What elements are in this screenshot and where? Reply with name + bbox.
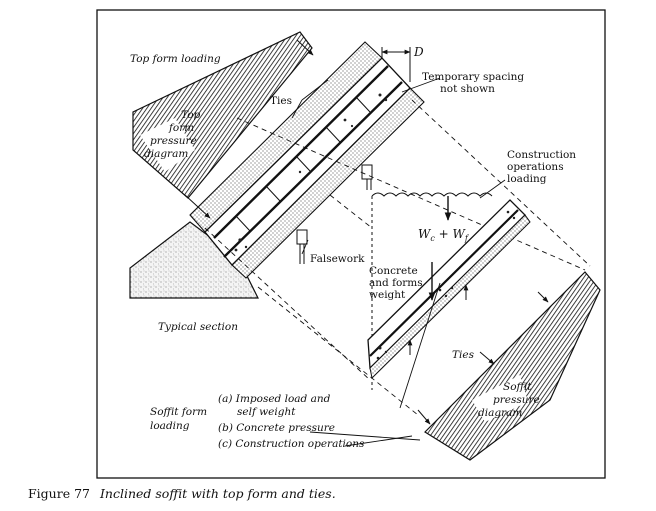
soffit-form-loading-label-2: loading <box>150 420 190 432</box>
construction-ops-label-2: operations <box>507 161 564 173</box>
top-pressure-label-2: form <box>168 122 194 134</box>
falsework-posts <box>296 164 373 264</box>
legend-a-line1: (a) Imposed load and <box>218 393 331 405</box>
top-form-loading-label: Top form loading <box>130 53 221 65</box>
soffit-pressure-diagram-shape <box>424 271 601 461</box>
soffit-form <box>369 214 531 380</box>
top-reinforcement <box>213 65 389 239</box>
leader-lines <box>291 77 506 447</box>
soffit-pressure-label-3: diagram <box>478 407 522 419</box>
soffit-aggregate <box>376 210 516 360</box>
soffit-form-loading-label-1: Soffit form <box>150 406 207 418</box>
figure-number: Figure 77 <box>28 486 90 501</box>
slab-ties <box>235 96 371 232</box>
temporary-spacing-label-1: Temporary spacing <box>422 71 524 83</box>
dimension-d-label: D <box>413 45 424 59</box>
figure-title: Inclined soffit with top form and ties. <box>99 486 336 501</box>
soffit-loading-detail <box>367 192 601 461</box>
construction-ops-label-3: loading <box>507 173 547 185</box>
typical-section: D <box>129 31 425 299</box>
figure-caption: Figure 77 Inclined soffit with top form a… <box>28 486 336 501</box>
construction-ops-load-line <box>371 192 493 197</box>
soffit-pressure-label-2: pressure <box>493 394 540 406</box>
legend-c: (c) Construction operations <box>218 438 365 450</box>
figure-frame <box>96 9 606 479</box>
construction-ops-label-1: Construction <box>507 149 576 161</box>
aggregate <box>234 93 388 252</box>
top-pressure-label-3: pressure <box>150 135 197 147</box>
top-pressure-label-4: diagram <box>144 148 188 160</box>
concrete-forms-label-1: Concrete <box>369 265 418 277</box>
concrete-forms-label-2: and forms <box>369 277 423 289</box>
temporary-spacing-label-2: not shown <box>440 83 495 95</box>
concrete-forms-label-3: weight <box>369 289 406 301</box>
legend-b: (b) Concrete pressure <box>218 422 335 434</box>
soffit-pressure-label-1: Soffit <box>503 381 532 393</box>
typical-section-label: Typical section <box>158 321 238 333</box>
bottom-reinforcement <box>223 81 403 258</box>
falsework-label: Falsework <box>310 253 365 265</box>
legend-a-line2: self weight <box>237 406 296 418</box>
ties-top-label: Ties <box>270 95 292 107</box>
load-formula: Wc + Wf <box>418 227 470 243</box>
concrete-slab <box>204 57 411 266</box>
ties-soffit-label: Ties <box>452 349 475 361</box>
soffit-reinforcement <box>369 209 519 357</box>
top-pressure-label-1: Top <box>181 109 201 121</box>
